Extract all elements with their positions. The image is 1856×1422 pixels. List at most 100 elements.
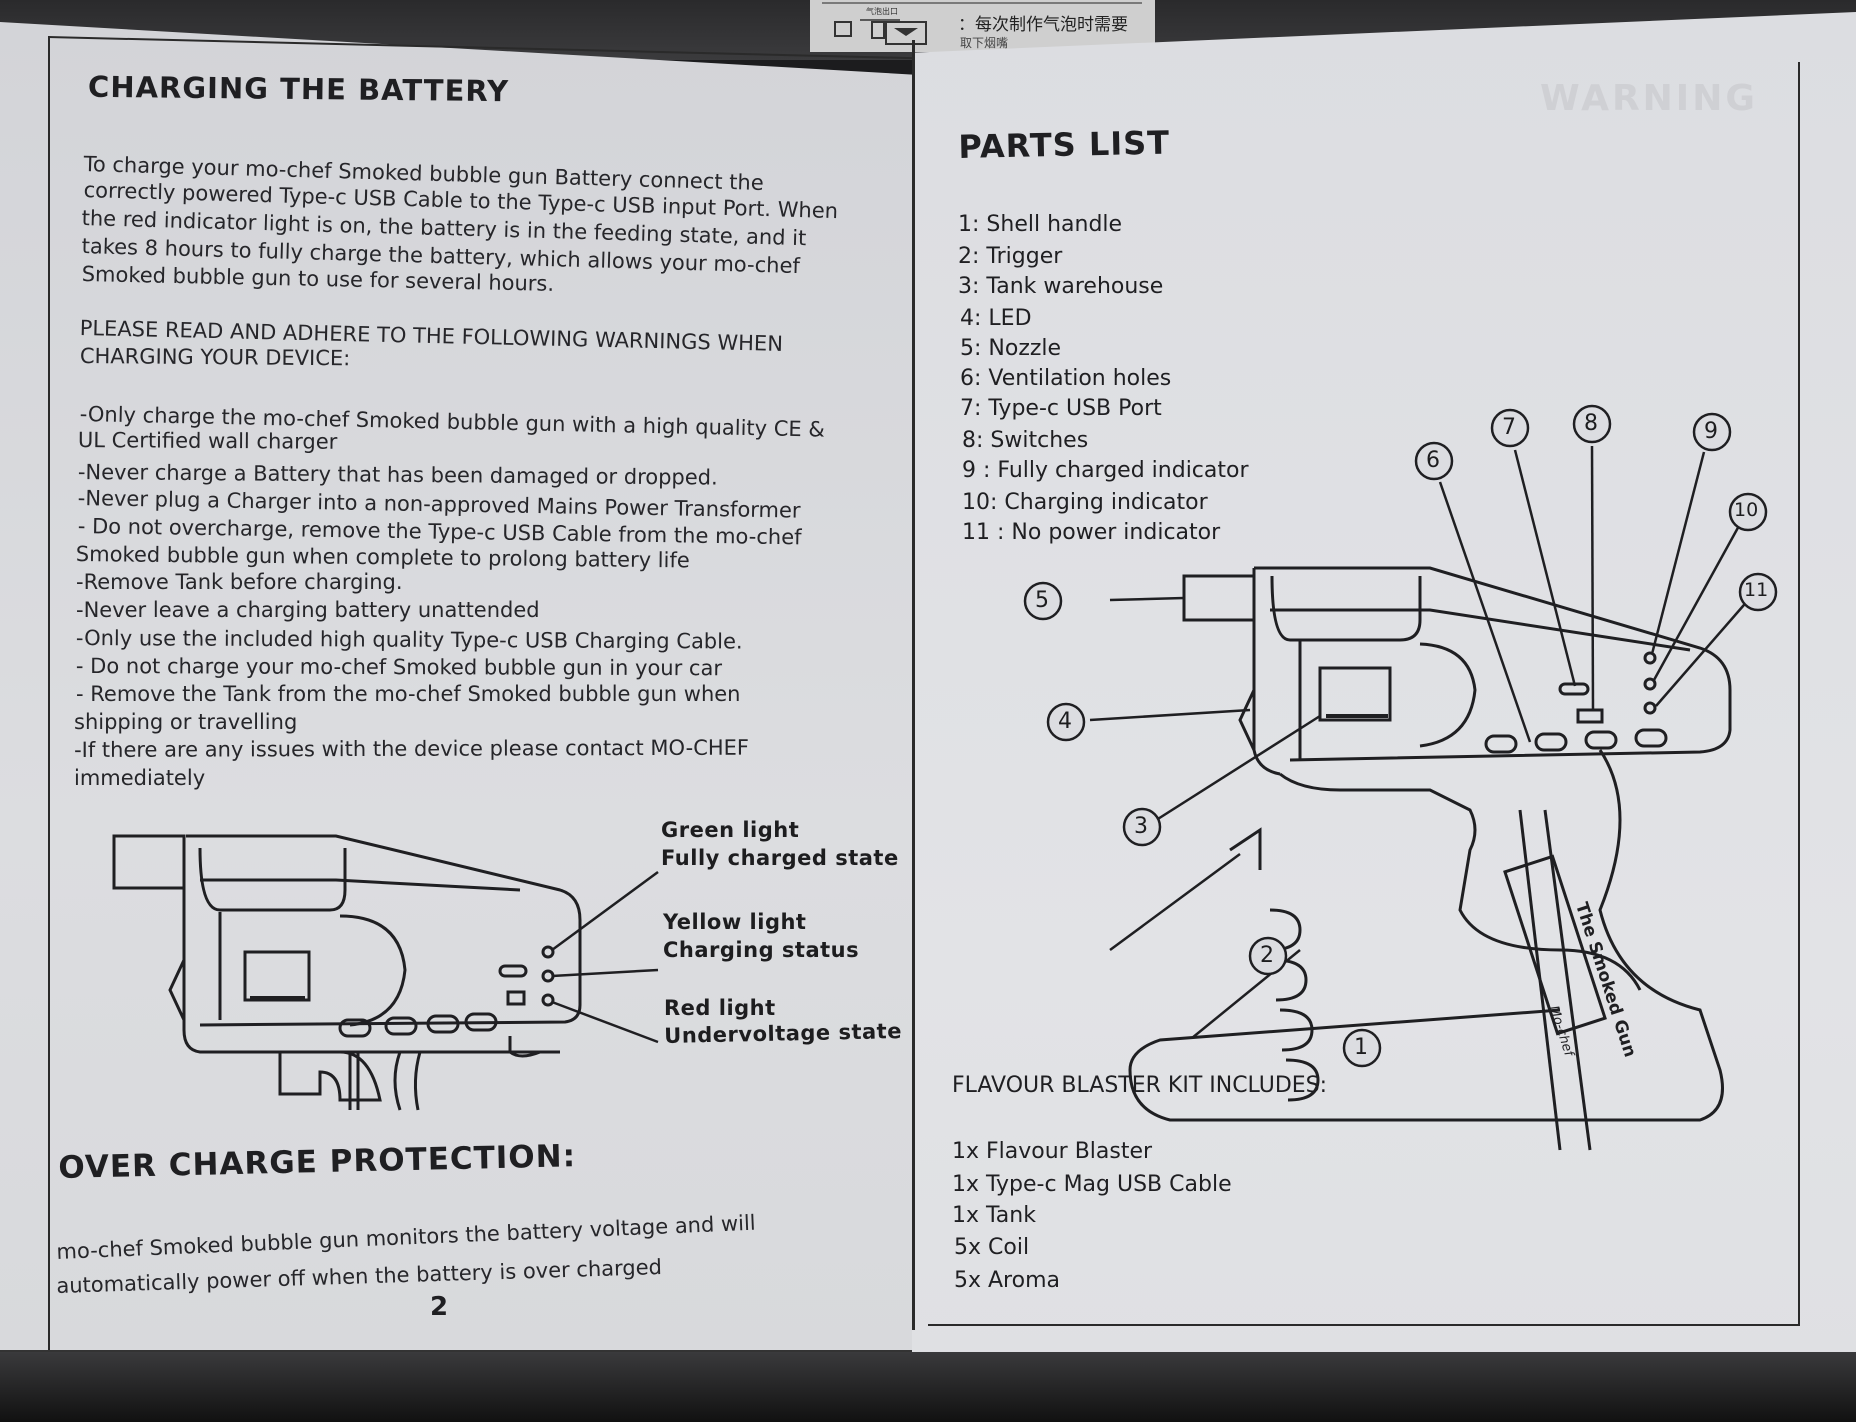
- part-number: 3:: [958, 274, 980, 299]
- warning-item: -Never leave a charging battery unattend…: [76, 598, 540, 622]
- part-number: 2:: [958, 244, 980, 269]
- indicator-lights: [541, 945, 555, 1007]
- part-name: LED: [988, 306, 1032, 331]
- tank-window: [1318, 666, 1392, 722]
- part-item: 4: LED: [960, 306, 1032, 331]
- callout-leaders: [1089, 445, 1751, 1039]
- callout-8: 8: [1584, 411, 1598, 436]
- part-number: 8:: [962, 428, 984, 453]
- callout-3: 3: [1134, 814, 1148, 839]
- part-item: 2: Trigger: [958, 244, 1062, 269]
- switch-shape: [1576, 708, 1604, 724]
- nozzle-shape: [112, 834, 186, 890]
- kit-item: 1x Flavour Blaster: [952, 1139, 1153, 1164]
- chinese-partial-line: 取下烟嘴: [960, 36, 1009, 50]
- right-page: [912, 12, 1856, 1372]
- charging-title: CHARGING THE BATTERY: [87, 69, 510, 109]
- callout-6: 6: [1426, 448, 1440, 473]
- part-number: 1:: [958, 212, 980, 237]
- kit-item: 5x Aroma: [954, 1268, 1060, 1293]
- part-name: Ventilation holes: [988, 366, 1172, 391]
- yellow-light-label: Yellow light: [663, 910, 807, 934]
- book-spine: [912, 40, 915, 1330]
- ventilation-holes: [338, 1012, 498, 1038]
- switch-shape: [506, 990, 526, 1006]
- callout-2: 2: [1260, 943, 1274, 968]
- sheet-rule: [822, 2, 1142, 4]
- part-name: No power indicator: [1011, 520, 1221, 545]
- red-light-label: Red light: [664, 996, 776, 1020]
- part-number: 9 :: [962, 458, 991, 483]
- part-item: 8: Switches: [962, 428, 1088, 453]
- part-number: 6:: [960, 366, 982, 391]
- green-indicator-dot: [541, 945, 555, 959]
- nozzle-shape: [1182, 574, 1256, 622]
- part-name: Shell handle: [986, 212, 1123, 237]
- part-item: 3: Tank warehouse: [958, 274, 1163, 299]
- part-name: Tank warehouse: [986, 274, 1164, 299]
- callout-circles: [1023, 404, 1778, 1068]
- callout-7: 7: [1502, 415, 1516, 440]
- charging-gun-diagram: [112, 834, 659, 1111]
- tank-window: [243, 950, 311, 1002]
- warning-item: immediately: [74, 766, 206, 790]
- warning-item: shipping or travelling: [74, 710, 298, 734]
- part-name: Nozzle: [988, 336, 1062, 361]
- table-surface: [0, 1352, 1856, 1422]
- usb-port-shape: [498, 964, 528, 978]
- red-indicator-dot: [541, 993, 555, 1007]
- callout-4: 4: [1058, 709, 1072, 734]
- part-item: 9 : Fully charged indicator: [962, 458, 1249, 483]
- background-instruction-sheet: 气泡出口 ：每次制作气泡时需要 取下烟嘴: [810, 0, 1155, 52]
- part-item: 11 : No power indicator: [962, 520, 1220, 545]
- warning-item: -If there are any issues with the device…: [74, 735, 750, 762]
- part-name: Charging indicator: [1004, 490, 1208, 515]
- right-page-frame: [928, 62, 1800, 1326]
- callout-10: 10: [1734, 499, 1759, 521]
- callout-9: 9: [1704, 419, 1718, 444]
- small-gun-diagram-icon: [834, 19, 927, 45]
- callout-1: 1: [1354, 1035, 1368, 1060]
- chinese-instruction-text: ：每次制作气泡时需要: [958, 15, 1128, 35]
- left-page-bottom-rule: [0, 1350, 930, 1352]
- kit-item: 1x Tank: [952, 1203, 1036, 1228]
- part-number: 5:: [960, 336, 982, 361]
- part-number: 7:: [960, 396, 982, 421]
- part-name: Trigger: [986, 244, 1063, 269]
- warning-item: UL Certified wall charger: [77, 428, 338, 454]
- part-item: 7: Type-c USB Port: [960, 396, 1162, 421]
- part-number: 4:: [960, 306, 982, 331]
- left-page: [0, 22, 930, 1362]
- yellow-indicator-dot: [541, 969, 555, 983]
- bleed-through-text: WARNING: [1540, 78, 1758, 119]
- parts-list-title: PARTS LIST: [958, 123, 1171, 166]
- warning-item: -Only use the included high quality Type…: [75, 626, 743, 654]
- part-item: 10: Charging indicator: [962, 490, 1208, 515]
- kit-item: 5x Coil: [954, 1235, 1030, 1260]
- fully-charged-label: Fully charged state: [661, 846, 899, 870]
- callout-11: 11: [1744, 579, 1769, 601]
- part-number: 10:: [962, 490, 998, 515]
- callout-5: 5: [1035, 588, 1049, 613]
- kit-item: 1x Type-c Mag USB Cable: [952, 1172, 1232, 1197]
- charging-status-label: Charging status: [663, 938, 860, 962]
- warning-heading-line: CHARGING YOUR DEVICE:: [79, 344, 351, 371]
- green-light-label: Green light: [661, 818, 800, 842]
- part-item: 5: Nozzle: [960, 336, 1061, 361]
- small-diagram-label: 气泡出口: [866, 7, 898, 16]
- warning-item: -Remove Tank before charging.: [76, 570, 403, 594]
- undervoltage-label: Undervoltage state: [664, 1019, 903, 1048]
- kit-title: FLAVOUR BLASTER KIT INCLUDES:: [952, 1073, 1328, 1098]
- part-name: Type-c USB Port: [988, 396, 1162, 421]
- parts-gun-diagram: [1023, 404, 1778, 1151]
- part-item: 1: Shell handle: [958, 212, 1122, 237]
- part-name: Fully charged indicator: [997, 458, 1249, 483]
- legend-leaders: [551, 870, 659, 1044]
- page-number: 2: [430, 1292, 449, 1322]
- part-item: 6: Ventilation holes: [960, 366, 1171, 391]
- warning-item: - Do not charge your mo-chef Smoked bubb…: [75, 654, 723, 681]
- part-name: Switches: [990, 428, 1089, 453]
- warning-item: - Remove the Tank from the mo-chef Smoke…: [76, 682, 741, 706]
- brand-label-box: [1503, 854, 1607, 1036]
- part-number: 11 :: [962, 520, 1005, 545]
